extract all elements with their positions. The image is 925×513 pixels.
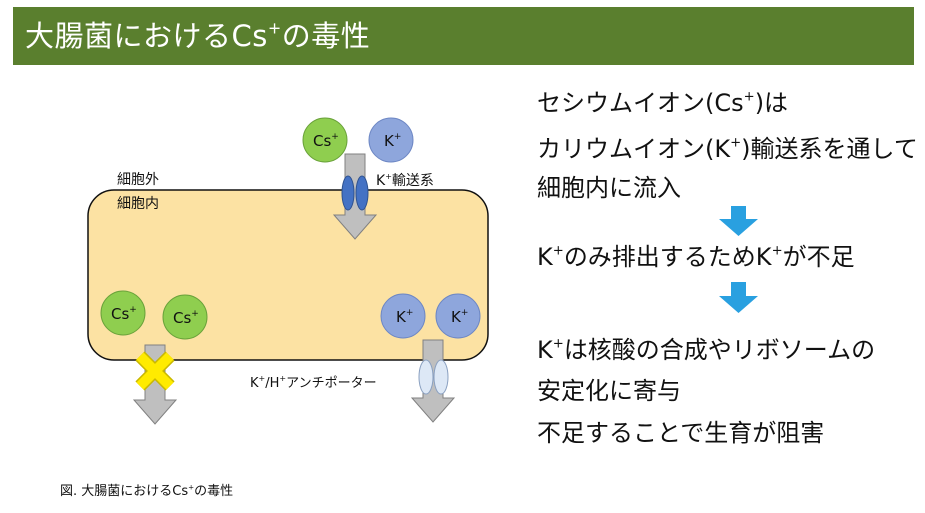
explanation-line-7: 不足することで生育が阻害: [537, 419, 825, 447]
explanation-line-3: 細胞内に流入: [537, 174, 681, 202]
antiporter-channel: [418, 359, 449, 395]
explanation-line-5: K+は核酸の合成やリボソームの: [537, 336, 876, 364]
svg-text:K+: K+: [384, 132, 401, 150]
title-text-tail: の毒性: [281, 19, 371, 53]
svg-text:Cs+: Cs+: [173, 309, 199, 327]
svg-text:Cs+: Cs+: [313, 132, 339, 150]
svg-text:K+: K+: [396, 308, 413, 326]
blue-down-arrow-icon: [719, 282, 758, 313]
explanation-line-2: カリウムイオン(K+)輸送系を通して: [537, 135, 918, 163]
cs-ion-inside-1: Cs+: [100, 290, 146, 336]
header-bar: 大腸菌におけるCs+の毒性: [13, 7, 914, 65]
cs-ion-outside: Cs+: [302, 117, 348, 163]
page-title: 大腸菌におけるCs+の毒性: [25, 16, 370, 56]
blue-down-arrow-icon: [719, 206, 758, 236]
k-transport-label: K+輸送系: [376, 172, 434, 189]
cell-body: [87, 189, 489, 361]
k-transporter-channel: [341, 175, 369, 211]
down-arrow-icon: [332, 153, 378, 240]
svg-text:Cs+: Cs+: [111, 305, 137, 323]
title-text: 大腸菌におけるCs: [25, 19, 268, 53]
svg-text:K+: K+: [451, 308, 468, 326]
outside-label: 細胞外: [117, 172, 159, 188]
explanation-line-4: K+のみ排出するためK+が不足: [537, 243, 855, 271]
k-ion-inside-1: K+: [380, 293, 426, 339]
explanation-line-1: セシウムイオン(Cs+)は: [537, 89, 789, 117]
explanation-line-6: 安定化に寄与: [537, 377, 681, 405]
k-ion-inside-2: K+: [435, 293, 481, 339]
cross-mark-icon: [135, 351, 175, 391]
figure-caption: 図. 大腸菌におけるCs+の毒性: [60, 482, 234, 499]
k-ion-outside: K+: [368, 117, 414, 163]
inside-label: 細胞内: [117, 196, 159, 212]
title-superscript: +: [267, 18, 282, 38]
cs-ion-inside-2: Cs+: [162, 294, 208, 340]
antiporter-label: K+/H+アンチポーター: [250, 374, 377, 391]
